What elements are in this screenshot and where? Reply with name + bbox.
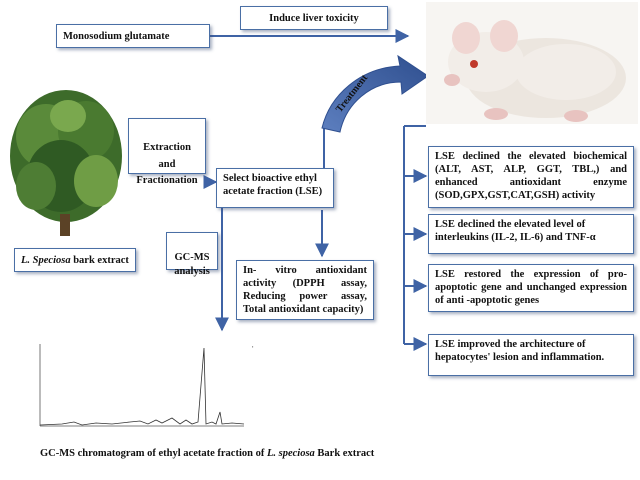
msg-label: Monosodium glutamate — [63, 31, 170, 42]
treatment-curve-arrow — [321, 54, 429, 133]
select-label: Select bioactive ethyl acetate fraction … — [223, 173, 323, 198]
gcms-label: GC-MS analysis — [174, 251, 210, 278]
invitro-box: In- vitro antioxidant activity (DPPH ass… — [236, 260, 374, 320]
chrom-species: L. speciosa — [266, 448, 315, 459]
result3-label: LSE restored the expression of pro-apopt… — [435, 269, 627, 307]
induce-label: Induce liver toxicity — [269, 13, 359, 24]
extraction-box: Extraction and Fractionation — [128, 118, 206, 186]
bark-species: L. Speciosa — [21, 255, 71, 266]
result-apoptotic-box: LSE restored the expression of pro-apopt… — [428, 264, 634, 312]
induce-toxicity-box: Induce liver toxicity — [240, 6, 388, 30]
tree-photo-icon — [6, 86, 128, 238]
result4-label: LSE improved the architecture of hepatoc… — [435, 339, 605, 364]
bark-extract-box: L. Speciosa bark extract — [14, 248, 136, 272]
result2-label: LSE declined the elevated level of inter… — [435, 219, 596, 244]
chromatogram-caption: GC-MS chromatogram of ethyl acetate frac… — [40, 448, 374, 459]
svg-text:▪: ▪ — [252, 344, 254, 349]
result-biochemical-box: LSE declined the elevated biochemical (A… — [428, 146, 634, 208]
bark-rest: bark extract — [70, 255, 129, 266]
chromatogram-plot-icon: ▪ — [22, 338, 278, 440]
extraction-label: Extraction and Fractionation — [136, 142, 198, 186]
result-interleukin-box: LSE declined the elevated level of inter… — [428, 214, 634, 254]
invitro-label: In- vitro antioxidant activity (DPPH ass… — [243, 265, 367, 316]
result-architecture-box: LSE improved the architecture of hepatoc… — [428, 334, 634, 376]
chrom-prefix: GC-MS chromatogram of ethyl acetate frac… — [40, 448, 267, 459]
rat-photo-icon — [426, 2, 638, 124]
msg-box: Monosodium glutamate — [56, 24, 210, 48]
gcms-box: GC-MS analysis — [166, 232, 218, 277]
result1-label: LSE declined the elevated biochemical (A… — [435, 151, 627, 202]
select-fraction-box: Select bioactive ethyl acetate fraction … — [216, 168, 334, 208]
chrom-suffix: Bark extract — [314, 448, 375, 459]
